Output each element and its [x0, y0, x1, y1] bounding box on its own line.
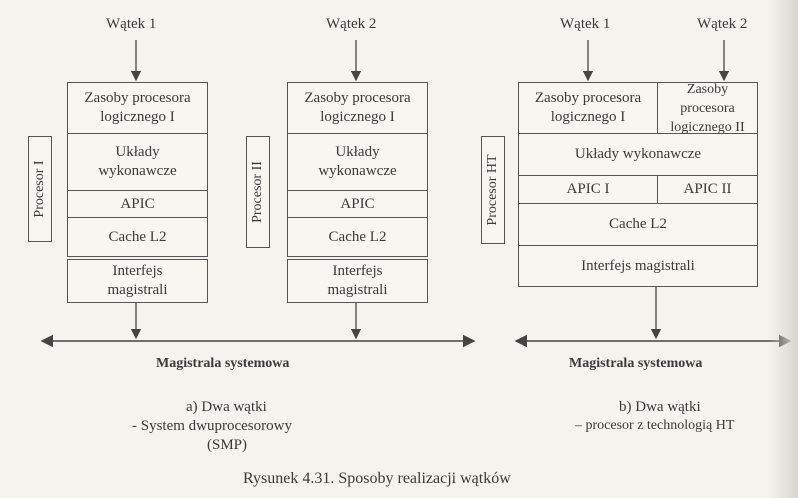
proc2-apic: APIC: [287, 190, 428, 218]
proc1-apic: APIC: [67, 190, 208, 218]
system-bus-label-left: Magistrala systemowa: [156, 356, 290, 371]
ht-apic-1: APIC I: [518, 175, 658, 204]
thread1-label-right: Wątek 1: [560, 16, 611, 32]
figure-caption: Rysunek 4.31. Sposoby realizacji wątków: [243, 470, 511, 487]
ht-bus-interface: Interfejs magistrali: [518, 245, 758, 287]
processor1-side-label: Procesor I: [28, 136, 52, 242]
caption-a-line2: - System dwuprocesorowy: [132, 418, 292, 434]
processor2-side-label: Procesor II: [246, 136, 270, 248]
thread2-label-right: Wątek 2: [697, 16, 748, 32]
caption-b-line1: b) Dwa wątki: [619, 399, 701, 415]
caption-a-line3: (SMP): [207, 437, 248, 453]
thread2-label-left: Wątek 2: [326, 16, 377, 32]
processor-ht-side-label: Procesor HT: [481, 136, 505, 244]
ht-cache-l2: Cache L2: [518, 203, 758, 246]
ht-execution-units: Układy wykonawcze: [518, 133, 758, 176]
proc2-cache-l2: Cache L2: [287, 217, 428, 257]
system-bus-label-right: Magistrala systemowa: [569, 356, 703, 371]
ht-apic-2: APIC II: [657, 175, 758, 204]
thread1-label-left: Wątek 1: [106, 16, 157, 32]
proc1-cache-l2: Cache L2: [67, 217, 208, 257]
page-edge-shadow: [768, 0, 798, 498]
caption-b-line2: – procesor z technologią HT: [575, 418, 735, 433]
caption-a-line1: a) Dwa wątki: [186, 399, 267, 415]
